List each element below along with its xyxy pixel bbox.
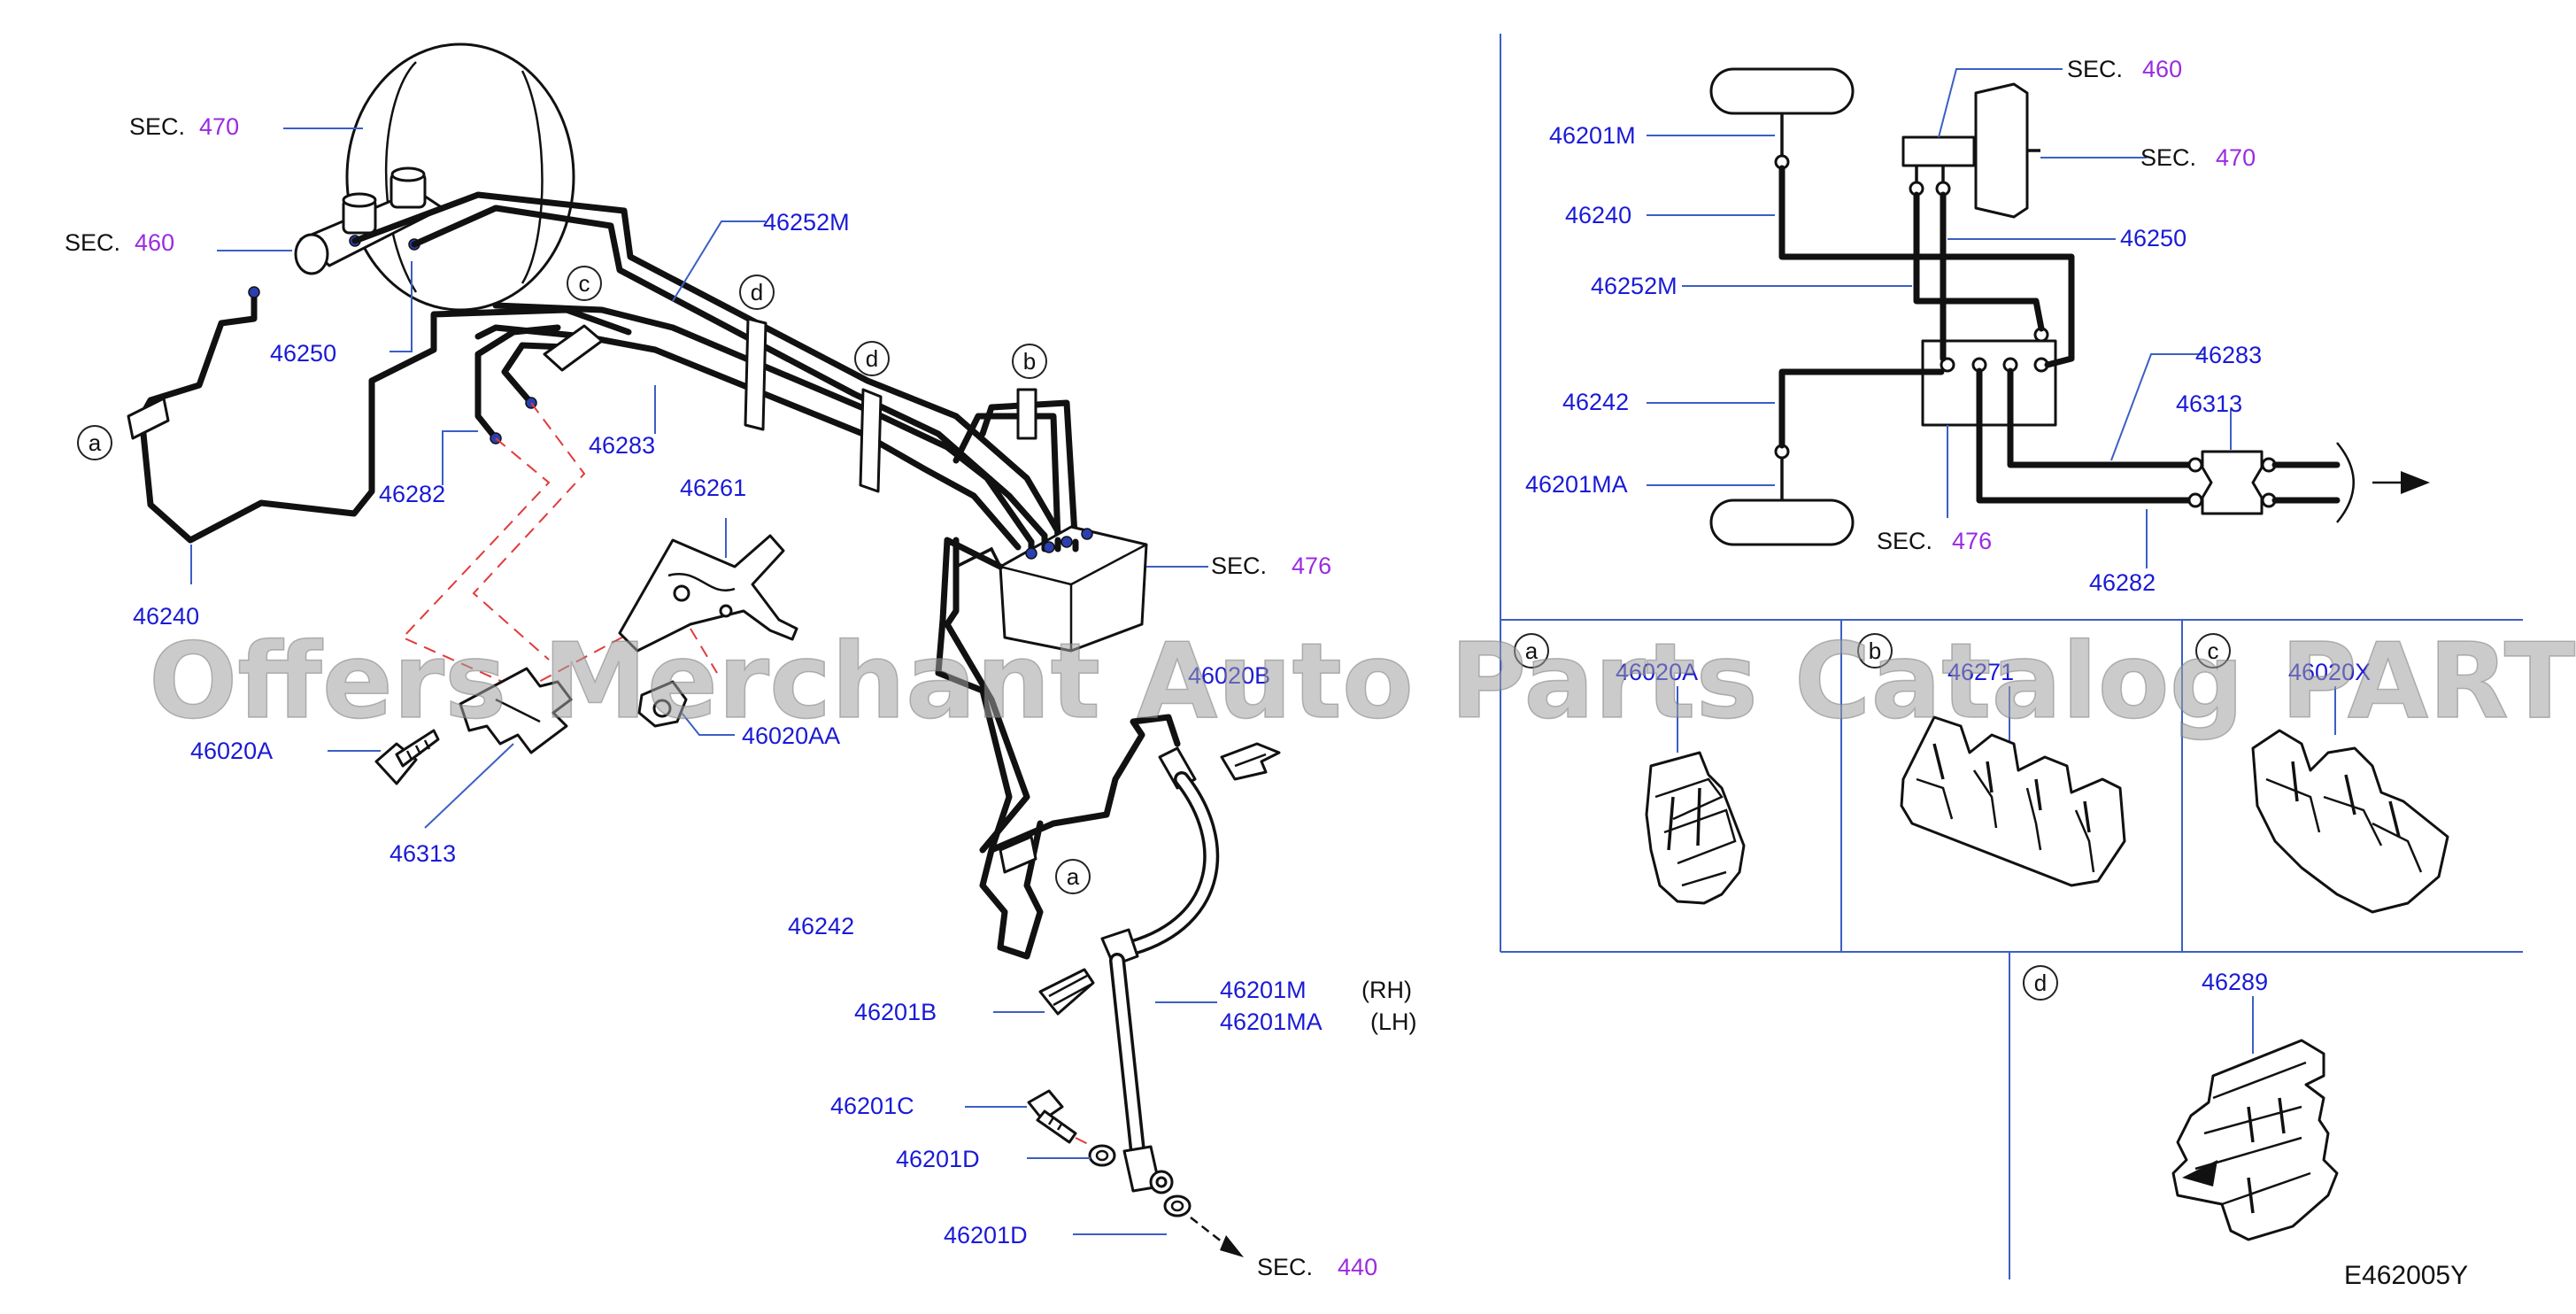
watermark-text: Offers Merchant Auto Parts Catalog PARTS… [149,620,2576,742]
detail-part-46020X[interactable]: 46020X [2288,659,2371,685]
abs-actuator-unit [955,525,1148,653]
detail-part-46289[interactable]: 46289 [2202,969,2268,995]
bolt-46020A [374,729,440,785]
clip-46201B [1038,968,1095,1016]
clip-marker-c: c [567,266,602,301]
part-46252M[interactable]: 46252M [763,209,850,236]
part-46201B[interactable]: 46201B [854,999,937,1025]
part-46283[interactable]: 46283 [589,432,655,459]
panel-frames [1500,34,2523,1279]
schematic-part-46282[interactable]: 46282 [2089,569,2156,596]
svg-text:b: b [1023,348,1036,375]
detail-panel-c: c 46020X [2195,633,2449,914]
pipe-46282 [474,324,561,442]
svg-text:d: d [866,345,878,372]
sec-label-470[interactable]: SEC.470 [129,113,239,140]
washer-46201D-lower [1163,1194,1192,1217]
junction-46313 [459,667,573,754]
svg-text:d: d [2034,970,2047,996]
flex-hose-46201M [1100,746,1220,1194]
sec-label-460[interactable]: SEC.460 [65,229,174,256]
part-46020AA[interactable]: 46020AA [742,723,840,749]
pipe-46283 [501,342,570,406]
pipe-46242 [935,537,1181,960]
detail-part-46271[interactable]: 46271 [1947,659,2014,685]
part-46201M[interactable]: 46201M [1220,977,1307,1003]
washer-46201D-upper [1088,1144,1116,1167]
detail-part-46020A[interactable]: 46020A [1616,659,1698,685]
clip-46020AA [637,680,688,728]
schematic-part-46313[interactable]: 46313 [2176,390,2242,417]
part-46020A[interactable]: 46020A [190,738,273,764]
svg-text:a: a [1067,863,1080,890]
schematic-junction-46313 [2201,450,2264,515]
part-46201C[interactable]: 46201C [830,1093,914,1119]
clip-marker-d-1: d [739,274,775,310]
schematic-arrow-to-rear [2401,471,2430,494]
detail-panel-a: a 46020A [1514,633,1746,905]
clip-d-shape [2171,1039,2339,1241]
clip-46020B [1220,742,1281,781]
svg-text:a: a [89,429,102,456]
schematic-part-46201MA[interactable]: 46201MA [1525,471,1628,498]
part-46240[interactable]: 46240 [133,603,199,630]
clip-marker-d-2: d [854,341,890,376]
svg-text:d: d [751,279,763,305]
part-46020B[interactable]: 46020B [1188,662,1270,689]
part-46201D-upper[interactable]: 46201D [896,1146,980,1172]
schematic-part-46240[interactable]: 46240 [1565,202,1631,228]
arrow-to-sec-440 [1220,1235,1244,1257]
part-46201D-lower[interactable]: 46201D [944,1222,1028,1248]
schematic-part-46250[interactable]: 46250 [2120,225,2187,251]
pipe-46240 [138,289,632,544]
clip-b-shape [1900,715,2126,887]
bolt-46201C [1027,1089,1077,1144]
clip-marker-a-2: a [1055,859,1091,894]
svg-text:a: a [1525,638,1539,664]
schematic-sec-470[interactable]: SEC.470 [2140,144,2256,171]
part-46201MA[interactable]: 46201MA [1220,1009,1323,1035]
bracket-46261 [618,534,798,653]
schematic-master-cylinder [1901,135,1976,167]
schematic-part-46252M[interactable]: 46252M [1591,273,1677,299]
clip-c-shape [2251,729,2449,914]
schematic-part-46201M[interactable]: 46201M [1549,122,1636,149]
brake-booster [345,43,575,312]
svg-text:c: c [2208,638,2219,664]
part-46282[interactable]: 46282 [379,481,445,507]
clip-marker-b: b [1012,344,1047,379]
front-wheel [1709,67,1855,115]
svg-text:c: c [579,270,590,297]
detail-panel-d: d 46289 [2023,965,2339,1241]
detail-panel-b: b 46271 [1857,633,2126,887]
main-leader-lines [190,128,1217,1235]
part-46313[interactable]: 46313 [389,840,456,867]
diagram-code: E462005Y [2344,1261,2468,1290]
rear-wheel [1709,499,1855,546]
schematic-abs-unit [1921,339,2057,427]
main-exploded-view: a c d d b a SEC.470 SEC.460 SEC.476 SEC.… [65,43,1417,1280]
schematic-booster [1974,82,2029,219]
side-rh: (RH) [1361,977,1412,1003]
schematic-part-46242[interactable]: 46242 [1562,389,1629,415]
schematic-part-46283[interactable]: 46283 [2195,342,2262,368]
part-46261[interactable]: 46261 [680,475,746,501]
brake-circuit-schematic: SEC.460 SEC.470 SEC.476 46201M 46240 462… [1525,56,2430,596]
clip-marker-a-1: a [77,425,112,460]
part-46250[interactable]: 46250 [270,340,336,367]
clip-a-shape [1645,751,1746,905]
sec-label-440[interactable]: SEC.440 [1257,1254,1377,1280]
side-lh: (LH) [1370,1009,1417,1035]
svg-text:b: b [1869,638,1881,664]
part-46242[interactable]: 46242 [788,913,854,939]
schematic-sec-476[interactable]: SEC.476 [1877,528,1992,554]
sec-label-476[interactable]: SEC.476 [1211,553,1331,579]
schematic-sec-460[interactable]: SEC.460 [2067,56,2182,82]
